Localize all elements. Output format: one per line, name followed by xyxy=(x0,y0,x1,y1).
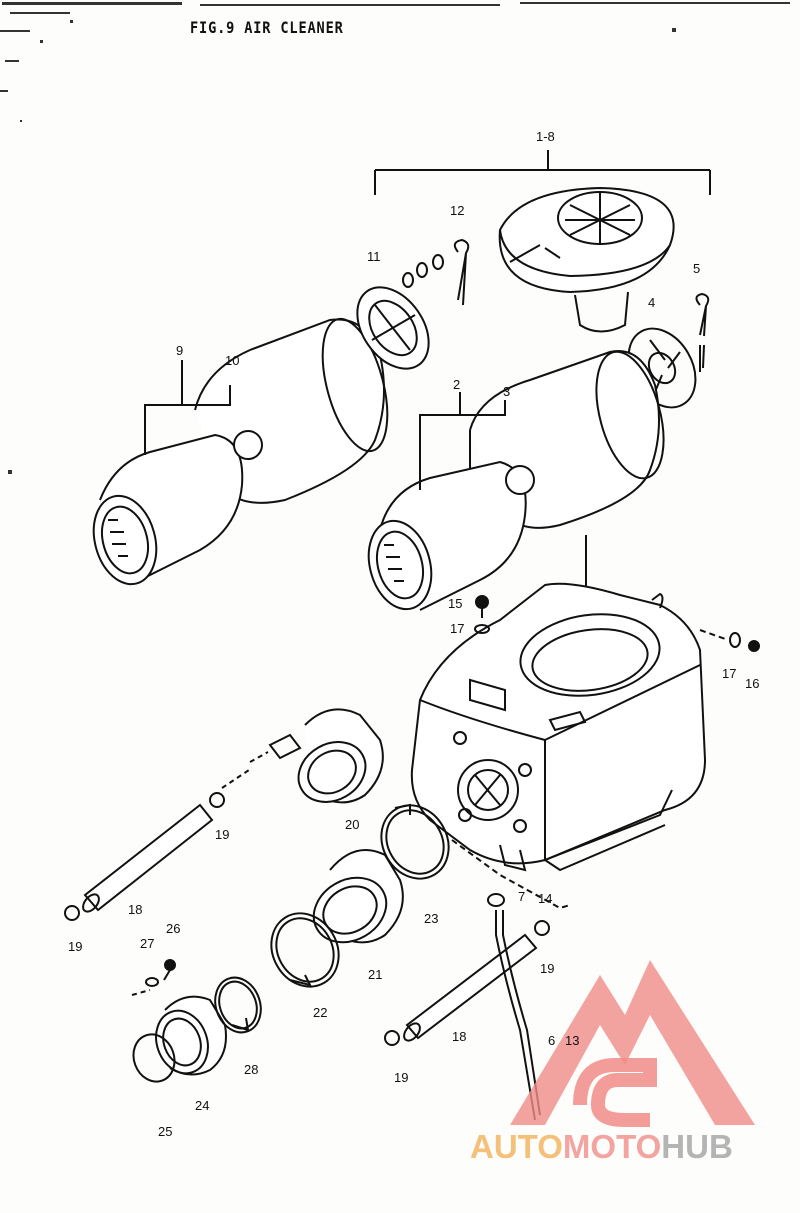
label-7: 7 xyxy=(518,889,526,904)
label-2: 2 xyxy=(453,377,461,392)
label-9: 9 xyxy=(176,343,184,358)
label-22: 22 xyxy=(313,1005,328,1020)
gasket xyxy=(627,327,697,409)
label-6: 6 xyxy=(548,1033,556,1048)
filter-element-left xyxy=(92,317,389,586)
intake-cover xyxy=(498,186,675,333)
breather-pipe-left xyxy=(64,792,225,921)
watermark-logo-icon xyxy=(510,960,755,1127)
label-10: 10 xyxy=(225,353,240,368)
label-21: 21 xyxy=(368,967,383,982)
small-hardware-11 xyxy=(402,254,444,288)
end-plate xyxy=(356,286,430,370)
label-26: 26 xyxy=(166,921,181,936)
assembly-bracket xyxy=(374,150,711,195)
connector-hose-upper xyxy=(221,708,384,804)
label-1-8: 1-8 xyxy=(536,129,555,144)
label-3: 3 xyxy=(503,384,511,399)
label-19-d: 19 xyxy=(394,1070,409,1085)
bolts xyxy=(474,595,760,652)
breather-pipe-right xyxy=(384,839,571,1121)
intake-adapter xyxy=(132,976,262,1083)
air-cleaner-case xyxy=(410,582,707,872)
scan-noise xyxy=(0,2,790,474)
label-12: 12 xyxy=(450,203,465,218)
label-17-left: 17 xyxy=(450,621,465,636)
connector-hose-lower xyxy=(312,849,404,944)
watermark-text: AUTOMOTOHUB xyxy=(470,1130,733,1163)
cotter-pins xyxy=(453,238,710,372)
filter-element-right xyxy=(367,350,665,611)
watermark-auto: AUTO xyxy=(470,1128,563,1165)
label-24: 24 xyxy=(195,1098,210,1113)
label-18-left: 18 xyxy=(128,902,143,917)
label-11: 11 xyxy=(367,249,381,264)
watermark-hub: HUB xyxy=(661,1128,733,1165)
hose-clamp-22 xyxy=(270,912,340,988)
label-13: 13 xyxy=(565,1033,580,1048)
label-17-right: 17 xyxy=(722,666,737,681)
label-15: 15 xyxy=(448,596,463,611)
watermark-moto: MOTO xyxy=(562,1128,662,1165)
label-28: 28 xyxy=(244,1062,259,1077)
label-18-right: 18 xyxy=(452,1029,467,1044)
label-4: 4 xyxy=(648,295,656,310)
label-5: 5 xyxy=(693,261,701,276)
label-19-c: 19 xyxy=(540,961,555,976)
label-16: 16 xyxy=(745,676,760,691)
screws-26-27 xyxy=(131,959,176,996)
label-27: 27 xyxy=(140,936,155,951)
label-14: 14 xyxy=(538,891,553,906)
label-19-a: 19 xyxy=(215,827,230,842)
label-19-b: 19 xyxy=(68,939,83,954)
label-23: 23 xyxy=(424,911,439,926)
leader-brackets xyxy=(144,360,587,610)
label-20: 20 xyxy=(345,817,360,832)
figure-title: FIG.9 AIR CLEANER xyxy=(190,18,344,37)
label-25: 25 xyxy=(158,1124,173,1139)
